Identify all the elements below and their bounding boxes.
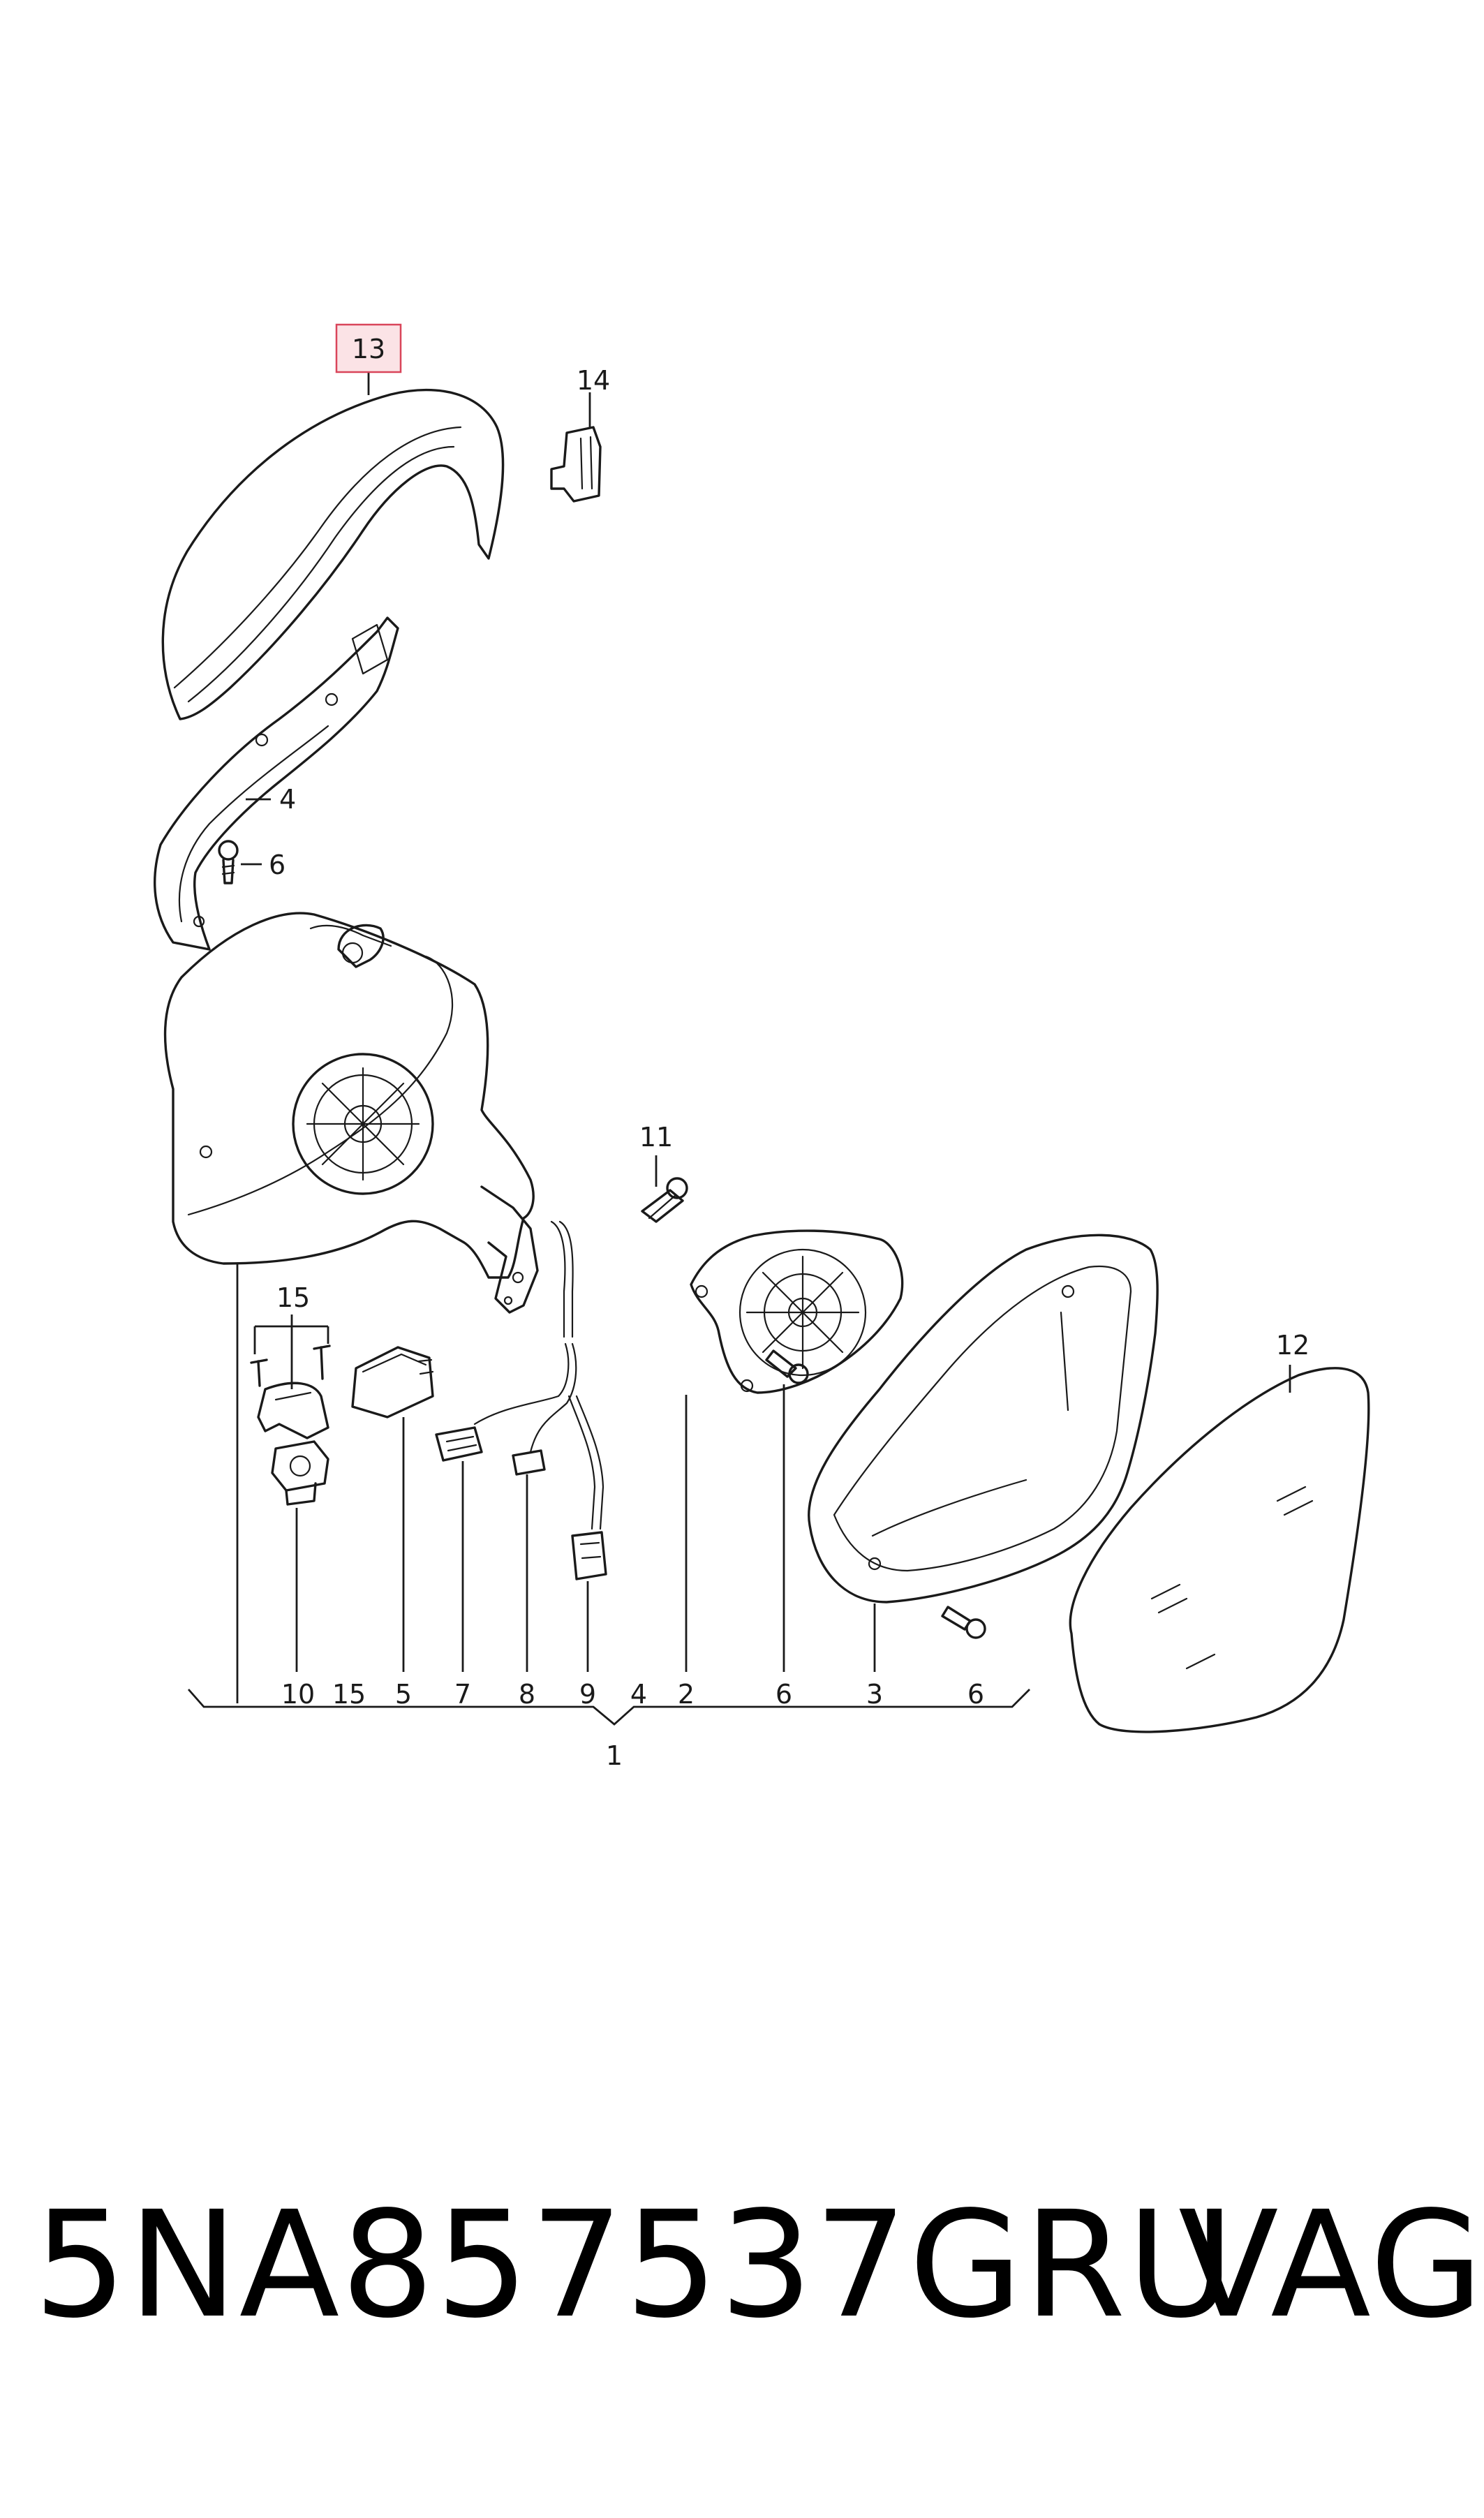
- screw-part-6-top[interactable]: [218, 840, 239, 884]
- mirror-glass-part-12[interactable]: [1069, 1367, 1370, 1733]
- callout-4-top: 4: [279, 784, 296, 815]
- screw-part-6-bottom[interactable]: [941, 1606, 986, 1639]
- bottom-callout-6a: 6: [776, 1679, 792, 1710]
- bottom-callout-5: 5: [395, 1679, 412, 1710]
- adjustment-motor-part-2[interactable]: [690, 1229, 904, 1394]
- wiring-harness[interactable]: [473, 1220, 604, 1530]
- lamp-socket-part-10[interactable]: [271, 1440, 329, 1506]
- callout-14: 14: [577, 365, 610, 396]
- screw-part-6-middle[interactable]: [765, 1349, 809, 1384]
- bracket-part-15[interactable]: [257, 1382, 329, 1439]
- mirror-frame-part-3[interactable]: [808, 1234, 1159, 1604]
- screw-part-11[interactable]: [641, 1177, 688, 1223]
- bottom-callout-6b: 6: [967, 1679, 984, 1710]
- callout-13-highlighted[interactable]: 13: [335, 323, 402, 373]
- assembly-callout-1: 1: [606, 1740, 623, 1771]
- bottom-callout-8: 8: [519, 1679, 535, 1710]
- callout-15-top: 15: [276, 1282, 310, 1313]
- bottom-callout-2: 2: [678, 1679, 695, 1710]
- mirror-housing[interactable]: [163, 912, 539, 1314]
- callout-labels: 13 14 4 6 11 15 12 10 15 5 7 8 9 4 2 6 3…: [269, 323, 1309, 1771]
- connector-part-9[interactable]: [571, 1531, 607, 1580]
- brand-name: VAG: [1178, 2179, 1484, 2350]
- bottom-callout-3: 3: [866, 1679, 883, 1710]
- part-number: 5NA857537GRU: [34, 2179, 1236, 2350]
- turn-signal-part-4[interactable]: [154, 616, 399, 951]
- leader-lines: [187, 371, 1291, 1726]
- screws-part-15[interactable]: [250, 1345, 331, 1387]
- bottom-callout-10: 10: [281, 1679, 315, 1710]
- connector-part-8[interactable]: [512, 1449, 546, 1476]
- bottom-callout-4: 4: [630, 1679, 647, 1710]
- callout-11: 11: [639, 1122, 673, 1153]
- bottom-callout-9: 9: [579, 1679, 596, 1710]
- connector-part-14[interactable]: [550, 426, 602, 503]
- bottom-callout-15: 15: [332, 1679, 366, 1710]
- mirror-cap-part-13[interactable]: [161, 388, 505, 720]
- callout-6-top: 6: [269, 850, 285, 880]
- bottom-callout-7: 7: [454, 1679, 471, 1710]
- sensor-module-part-5[interactable]: [351, 1346, 434, 1419]
- callout-12: 12: [1276, 1330, 1309, 1361]
- connector-part-7[interactable]: [435, 1426, 483, 1462]
- callout-13: 13: [352, 334, 385, 364]
